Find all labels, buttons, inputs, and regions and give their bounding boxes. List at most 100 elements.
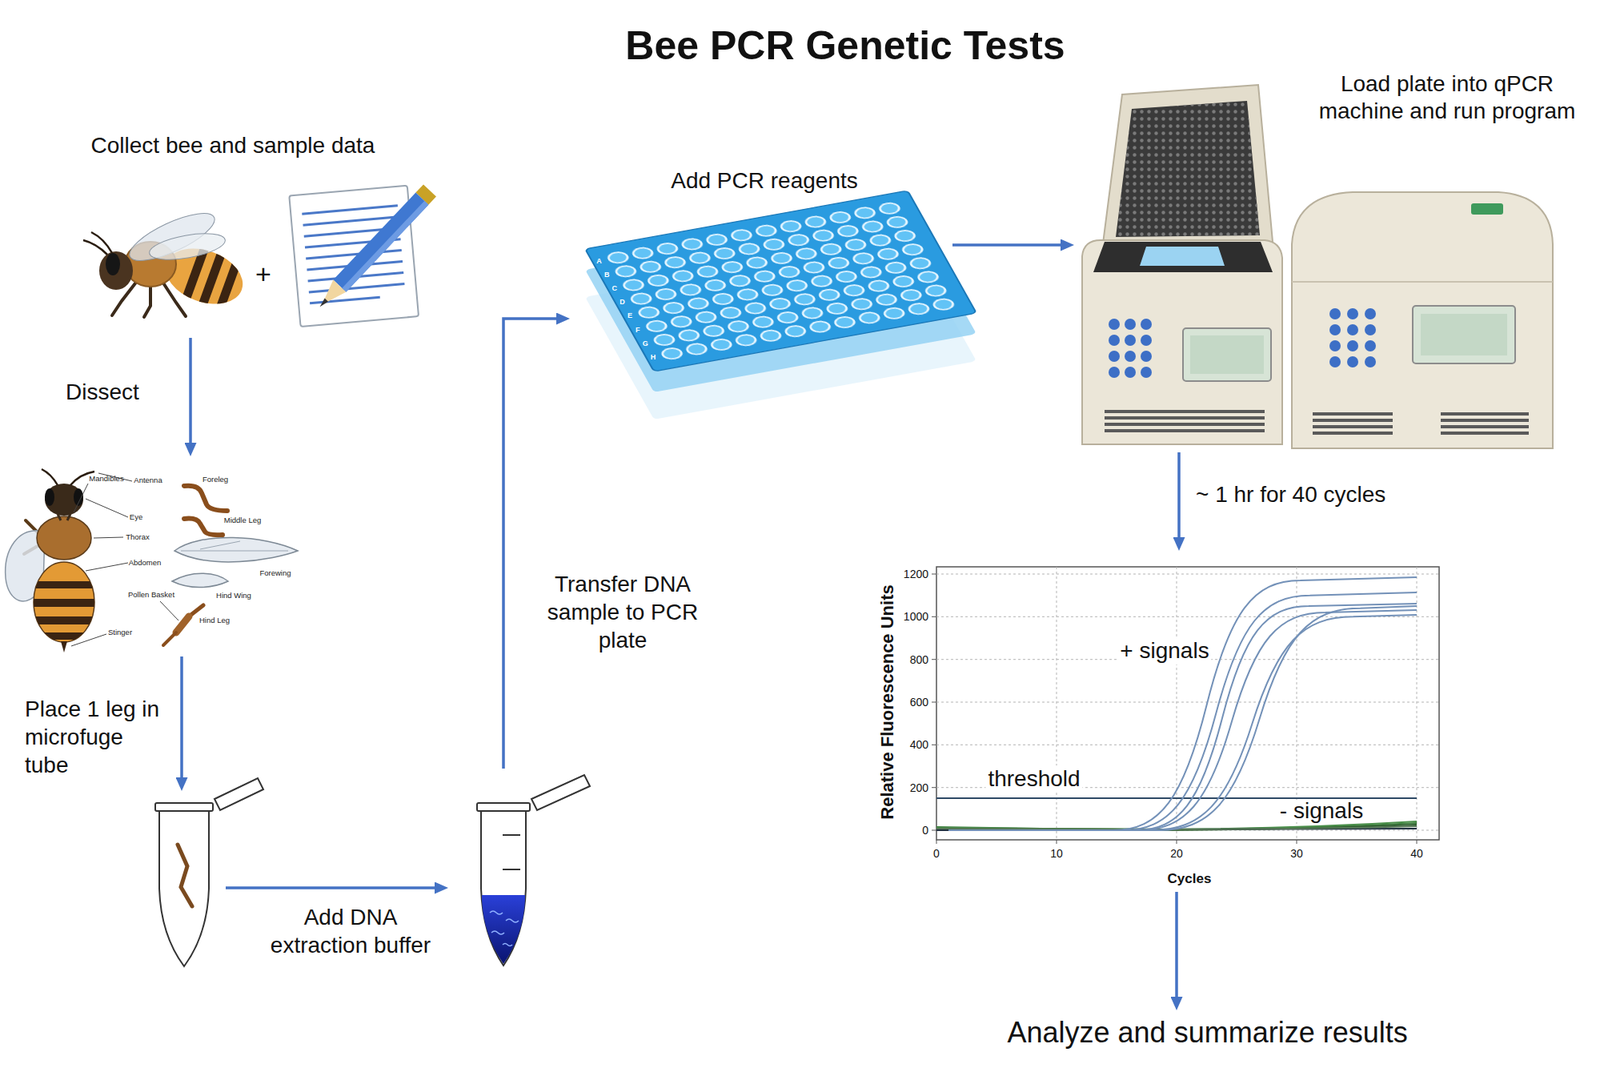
row-letter: A (596, 256, 602, 266)
step-caption: Add PCR reagents (670, 167, 858, 195)
anatomy-forewing (174, 537, 298, 562)
plus-sign: + (255, 257, 272, 291)
notepad-illustration (288, 184, 437, 327)
part-label: Antenna (133, 475, 162, 485)
axis-title: Cycles (1167, 870, 1212, 887)
axis-tick: 800 (910, 653, 929, 667)
step-caption: Collect bee and sample data (91, 132, 376, 160)
part-label: Middle Leg (224, 515, 261, 525)
part-label: Stinger (108, 627, 133, 637)
part-label: Thorax (125, 532, 150, 542)
microfuge-tube (155, 777, 264, 967)
axis-tick: 1000 (903, 609, 929, 624)
axis-ticks (931, 573, 1417, 844)
bee-illustration (83, 204, 251, 321)
anatomy-thorax (36, 516, 92, 560)
part-label: Pollen Basket (128, 589, 175, 599)
extraction-buffer (481, 894, 526, 964)
bee-antenna (83, 240, 108, 255)
flow-arrow (503, 318, 557, 769)
pencil (313, 184, 437, 313)
qpcr-machine-open (1082, 84, 1283, 445)
axis-tick: 0 (933, 846, 940, 861)
anatomy-pollen-basket (176, 616, 189, 633)
anatomy-head (44, 483, 84, 516)
step-label: Transfer DNA sample to PCR plate (538, 569, 707, 654)
anatomy-stinger (60, 641, 68, 653)
flow-arrow (1174, 891, 1179, 997)
notepad-page (288, 185, 419, 327)
axis-tick: 10 (1050, 846, 1063, 861)
axis-tick: 0 (922, 823, 929, 838)
leg-tube (150, 790, 226, 971)
flow-arrow (180, 656, 184, 778)
part-label: Foreleg (202, 474, 229, 484)
anatomy-antenna (70, 471, 95, 486)
axis-tick: 30 (1290, 846, 1304, 861)
amplification-chart: 120010008006004002000Relative Fluorescen… (872, 550, 1449, 892)
flow-arrow (1177, 452, 1181, 538)
part-label: Hind Leg (199, 615, 230, 625)
positive-curves (948, 577, 1417, 831)
qpcr-machine (1291, 192, 1553, 449)
axis-tick: 40 (1410, 846, 1424, 861)
part-label: Forewing (259, 568, 291, 578)
row-letter: G (642, 338, 649, 348)
flow-arrow (188, 337, 193, 443)
step-label: ~ 1 hr for 40 cycles (1195, 481, 1386, 509)
anatomy-hind-wing (172, 573, 229, 587)
row-letter: H (650, 352, 657, 361)
row-letter: E (627, 311, 633, 321)
part-label: Eye (129, 512, 143, 522)
amplification-chart (931, 566, 1440, 844)
diagram-title: Bee PCR Genetic Tests (625, 21, 1065, 70)
anatomy-foreleg (184, 485, 228, 511)
row-letter: C (612, 284, 618, 293)
pcr-plate: Add PCR reagents (569, 164, 953, 453)
bee-anatomy-illustration (5, 469, 298, 653)
anatomy-antenna (41, 469, 58, 486)
anatomy-mandibles (57, 513, 71, 521)
collect-step: Collect bee and sample data + (71, 128, 440, 338)
bee-leg (177, 844, 193, 907)
axis-title: Relative Fluorescence Units (877, 584, 899, 819)
qpcr-machines: Load plate into qPCR machine and run pro… (1074, 68, 1587, 453)
part-label: Abdomen (128, 557, 162, 567)
part-label: Hind Wing (216, 590, 252, 600)
anatomy-stripes (32, 581, 97, 640)
row-letter: F (635, 324, 641, 334)
step-caption: Analyze and summarize results (1007, 1014, 1408, 1050)
step-label: Add DNA extraction buffer (260, 902, 442, 959)
anatomy-hind-leg (163, 632, 177, 646)
row-letter: B (604, 270, 610, 280)
leader-lines (71, 473, 179, 646)
step-label: Place 1 leg in microfuge tube (24, 694, 167, 779)
extraction-tube (477, 774, 590, 966)
row-letter: D (619, 297, 626, 307)
pcr-plate (585, 190, 977, 420)
bee-wing (147, 228, 227, 265)
bee-eye (105, 252, 121, 276)
flow-arrow (952, 243, 1061, 247)
dna-tube (448, 768, 537, 969)
dna-strands (489, 910, 519, 947)
part-label: Mandibles (88, 473, 124, 483)
axis-tick: 400 (910, 737, 929, 752)
step-label: Dissect (65, 378, 140, 406)
anatomy-eye (44, 488, 55, 506)
series-label: - signals (1277, 799, 1366, 823)
axis-tick: 20 (1170, 846, 1183, 861)
plot-frame (936, 566, 1440, 840)
step-caption: Load plate into qPCR machine and run pro… (1311, 70, 1584, 125)
bee-head (99, 251, 133, 290)
anatomy-middle-leg (184, 518, 223, 536)
axis-tick: 200 (910, 781, 929, 795)
flow-arrow (225, 886, 435, 890)
axis-tick: 1200 (903, 567, 929, 582)
grid-lines (936, 566, 1440, 840)
bee-anatomy: Mandibles Antenna ForelegEye Middle LegThor… (3, 456, 333, 657)
